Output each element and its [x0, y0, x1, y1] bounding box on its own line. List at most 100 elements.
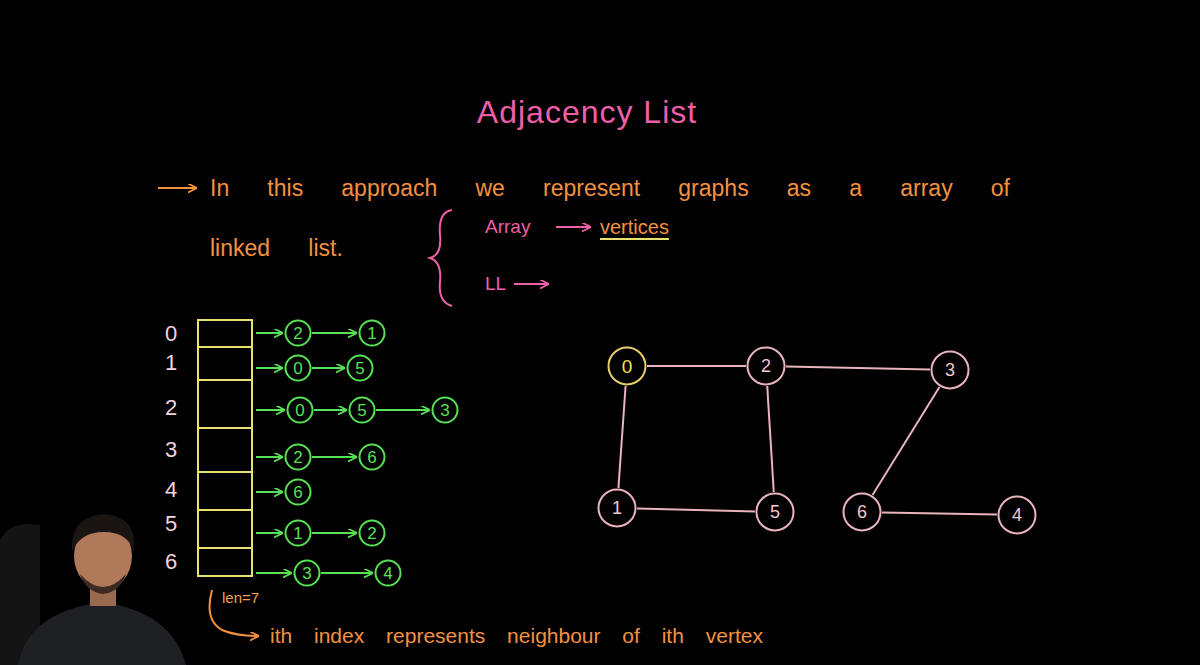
node-text-wrap: 2: [284, 319, 312, 347]
array-cell-divider: [198, 427, 252, 429]
node-text-wrap: 0: [286, 396, 314, 424]
vertex-circle: 5: [755, 492, 795, 532]
circle-shape: [288, 398, 313, 423]
array-cell-divider: [198, 509, 252, 511]
list-node: 0: [284, 354, 312, 382]
vertex-circle: 0: [607, 346, 647, 386]
list-node: 4: [374, 559, 402, 587]
node-label: 3: [302, 565, 311, 582]
array-index: 2: [165, 395, 177, 421]
circle-shape: [360, 321, 385, 346]
graph-edge: [882, 512, 997, 514]
head-pointer: [256, 409, 284, 411]
node-text-wrap: 3: [431, 396, 459, 424]
node-label: 5: [770, 503, 780, 521]
array-index: 0: [165, 321, 177, 347]
list-node: 0: [286, 396, 314, 424]
person-hair: [72, 514, 135, 552]
list-node: 2: [284, 443, 312, 471]
node-text-wrap: 1: [284, 519, 312, 547]
head-pointer: [256, 367, 282, 369]
circle-shape: [376, 561, 401, 586]
node-text-wrap: 4: [374, 559, 402, 587]
node-label: 0: [622, 357, 633, 376]
node-text-wrap: 0: [284, 354, 312, 382]
array-cell-divider: [198, 547, 252, 549]
list-node: 5: [348, 396, 376, 424]
list-node: 1: [358, 319, 386, 347]
vertex-circle: 3: [930, 350, 970, 390]
node-label: 6: [857, 503, 867, 521]
vertex-circle: 2: [746, 346, 786, 386]
list-node: 5: [346, 354, 374, 382]
array-cell-divider: [198, 346, 252, 348]
bracket-term: LL: [485, 273, 506, 296]
array-index: 6: [165, 549, 177, 575]
length-note: len=7: [222, 589, 259, 607]
curly-bracket: [430, 210, 452, 306]
head-pointer: [256, 332, 282, 334]
node-label: 5: [357, 402, 366, 419]
graph-edge: [786, 366, 930, 369]
head-pointer: [256, 456, 282, 458]
array-outline: [198, 320, 252, 576]
map-arrow: [556, 226, 590, 228]
circle-shape: [350, 398, 375, 423]
node-text-wrap: 6: [284, 478, 312, 506]
next-pointer: [321, 572, 372, 574]
node-label: 0: [293, 360, 302, 377]
head-pointer: [256, 532, 282, 534]
node-text-wrap: 5: [755, 492, 795, 532]
array-cell-divider: [198, 379, 252, 381]
circle-shape: [295, 561, 320, 586]
graph-edge: [873, 387, 940, 495]
node-label: 2: [761, 357, 771, 375]
next-pointer: [312, 532, 356, 534]
map-arrow: [514, 283, 548, 285]
list-node: 1: [284, 519, 312, 547]
circle-shape: [599, 490, 636, 527]
next-pointer: [312, 456, 356, 458]
circle-shape: [348, 356, 373, 381]
node-label: 2: [293, 449, 302, 466]
node-label: 2: [293, 325, 302, 342]
node-label: 2: [367, 525, 376, 542]
head-pointer: [256, 572, 291, 574]
circle-shape: [757, 494, 794, 531]
node-text-wrap: 5: [348, 396, 376, 424]
node-label: 6: [367, 449, 376, 466]
node-text-wrap: 6: [358, 443, 386, 471]
diagram-title: Adjacency List: [477, 93, 697, 131]
node-text-wrap: 6: [842, 492, 882, 532]
circle-shape: [433, 398, 458, 423]
node-text-wrap: 0: [607, 346, 647, 386]
array-index: 1: [165, 350, 177, 376]
node-text-wrap: 4: [997, 495, 1037, 535]
node-label: 1: [367, 325, 376, 342]
circle-shape: [609, 348, 646, 385]
circle-shape: [286, 445, 311, 470]
node-label: 0: [295, 402, 304, 419]
node-label: 1: [612, 499, 622, 517]
circle-shape: [286, 521, 311, 546]
node-label: 4: [1012, 506, 1022, 524]
next-pointer: [312, 367, 344, 369]
circle-shape: [360, 445, 385, 470]
person-beard: [80, 574, 126, 594]
vertex-circle: 6: [842, 492, 882, 532]
person-body: [18, 602, 186, 665]
list-node: 3: [431, 396, 459, 424]
graph-edge: [618, 386, 625, 488]
graph-edge: [647, 365, 746, 367]
circle-shape: [286, 356, 311, 381]
list-node: 6: [358, 443, 386, 471]
circle-shape: [932, 352, 969, 389]
node-text-wrap: 2: [284, 443, 312, 471]
node-text-wrap: 5: [346, 354, 374, 382]
circle-shape: [286, 321, 311, 346]
array-index: 4: [165, 477, 177, 503]
graph-edge: [767, 386, 774, 492]
list-node: 6: [284, 478, 312, 506]
array-index: 3: [165, 437, 177, 463]
